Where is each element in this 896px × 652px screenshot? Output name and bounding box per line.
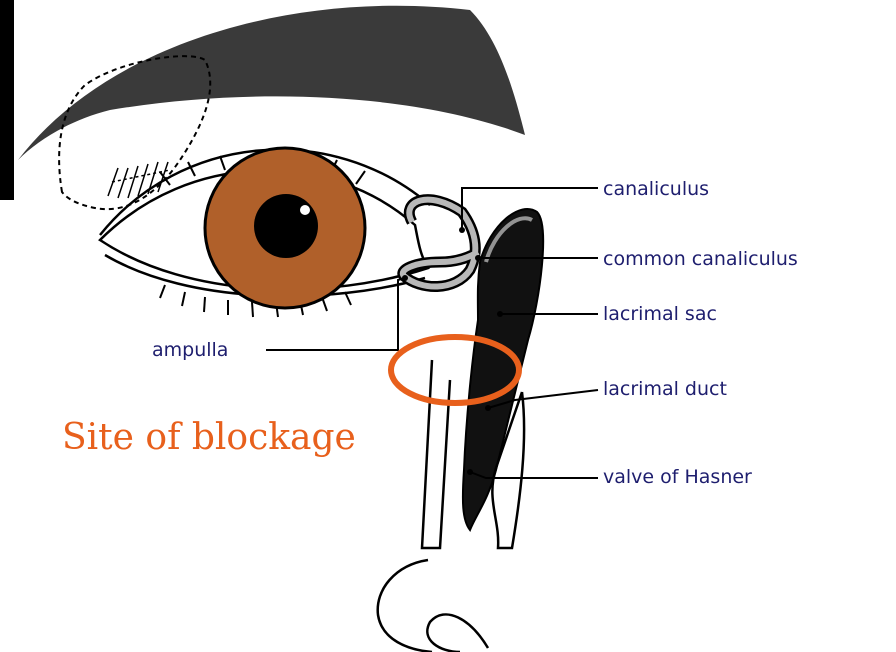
eyebrow xyxy=(18,6,525,160)
site-of-blockage-callout: Site of blockage xyxy=(62,420,356,456)
nasal-wall-left xyxy=(422,360,450,548)
label-lacrimal-duct: lacrimal duct xyxy=(603,380,727,399)
nose-outline xyxy=(378,560,432,652)
gland-ducts xyxy=(108,162,170,198)
label-valve-of-hasner: valve of Hasner xyxy=(603,468,752,487)
nostril xyxy=(427,614,488,652)
label-canaliculus: canaliculus xyxy=(603,180,709,199)
label-lacrimal-sac: lacrimal sac xyxy=(603,305,717,324)
label-common-canaliculus: common canaliculus xyxy=(603,250,798,269)
pupil-highlight xyxy=(300,205,310,215)
pupil xyxy=(254,194,318,258)
label-ampulla: ampulla xyxy=(152,341,228,360)
